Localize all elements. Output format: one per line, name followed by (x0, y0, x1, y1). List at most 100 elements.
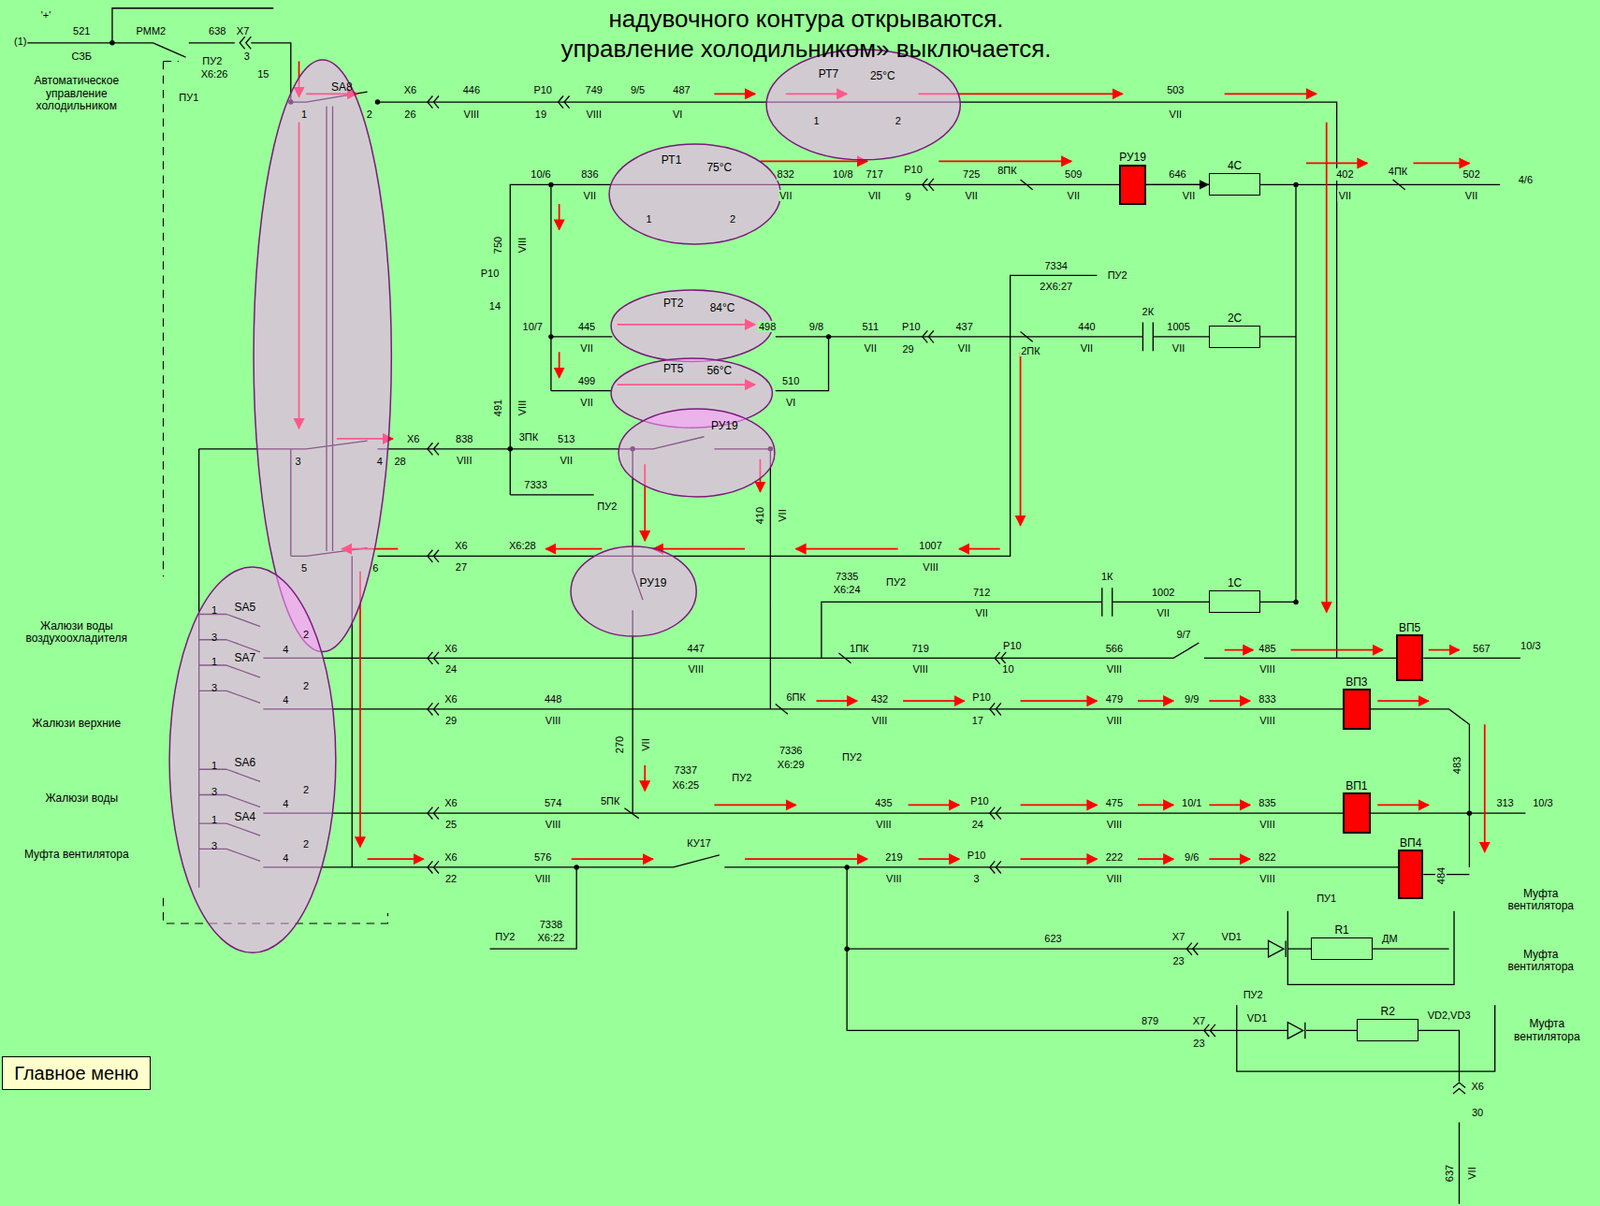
ellipse-shape (254, 59, 393, 653)
wire-label: 712 (972, 585, 991, 597)
wire-label: 483 (1451, 756, 1463, 775)
wire-label: Р10 (902, 163, 924, 175)
ellipse-outline (569, 545, 698, 638)
wire-label: VD1 (1221, 930, 1243, 943)
menu-button: Главное меню (1, 1056, 151, 1091)
ellipse-shape (766, 49, 960, 160)
flow-arrow (1137, 804, 1174, 807)
wire-label: VIII (885, 872, 903, 885)
flow-arrow (918, 858, 960, 860)
wire-label: VII (579, 342, 594, 354)
wire-label: 833 (1257, 693, 1277, 705)
wire-label: 487 (671, 84, 691, 96)
wire-label: Х6:22 (537, 931, 567, 944)
wire-label: 4ПК (1387, 165, 1409, 177)
flow-arrow (908, 804, 960, 807)
wire-label: VII (1181, 189, 1196, 202)
wire-label: VIII (544, 714, 563, 727)
wire-label: 1 (210, 604, 219, 616)
wire-label: 270 (613, 735, 626, 755)
wire-label: 7334 (1043, 259, 1068, 271)
wire-label: VIII (455, 454, 474, 466)
wire-label: 24 (444, 663, 458, 675)
wire-label: Х6:25 (670, 779, 700, 791)
wire-label: 475 (1105, 797, 1124, 809)
flow-arrow (902, 699, 964, 702)
wire-label: 3 (210, 682, 219, 694)
wire-label: 7333 (523, 479, 548, 491)
wire-label: 836 (580, 168, 599, 180)
switch-ellipse: SA5SA7SA6SA4 (168, 566, 337, 954)
wire-label: ДМ (1381, 932, 1399, 945)
wire-label: VII (863, 342, 878, 354)
wire-label: VII (974, 607, 989, 619)
wire-label: 1 (812, 115, 820, 127)
wire-label: 26 (403, 108, 417, 120)
wire-label: Х7 (235, 25, 250, 37)
wire-label: 7335 (834, 570, 859, 582)
wire-label: Х6 (443, 693, 458, 705)
wire-label: Жалюзи воды воздухоохладителя (10, 620, 144, 645)
wire-label: 1005 (1165, 320, 1191, 333)
flow-arrow (1137, 858, 1174, 860)
node-label: 75°C (706, 161, 732, 175)
wire-label: VII (1168, 108, 1183, 120)
resistor-symbol: R2 (1356, 1018, 1418, 1042)
wire-label: 3 (293, 455, 302, 467)
wire-label: 2 (728, 213, 737, 225)
wire-label: 440 (1076, 320, 1096, 333)
flow-arrow (1019, 351, 1022, 525)
wire-label: 22 (444, 872, 458, 885)
wire-label: 502 (1461, 168, 1481, 180)
wire-label: 19 (534, 108, 548, 120)
connector-symbol (239, 36, 1466, 1094)
flow-arrow (959, 548, 1001, 551)
flow-arrow (713, 92, 756, 95)
node-label: SA8 (331, 81, 353, 94)
switch-ellipse: SA8 (252, 58, 393, 654)
node-label: 4С (1227, 160, 1242, 173)
wire-label: VII (776, 508, 788, 523)
wire-label: 4 (376, 455, 384, 467)
wire-label: Х7 (1171, 930, 1186, 943)
wire-label: ПУ2 (1106, 269, 1129, 281)
wire-label: 24 (971, 818, 985, 830)
node-label: SA7 (233, 653, 256, 666)
wire-label: 484 (1435, 866, 1447, 886)
wire-label: Муфта вентилятора (10, 848, 144, 861)
thermo-relay-ellipse: РТ725°C (765, 48, 961, 161)
node-label: 1С (1227, 577, 1242, 590)
wire-label: Муфта вентилятора (1498, 887, 1585, 913)
valve-coil: ВП1 (1342, 792, 1370, 834)
wire-label: VI (785, 396, 797, 408)
flow-arrow (759, 160, 868, 162)
wire-label: VIII (1258, 872, 1277, 885)
flow-arrows (299, 60, 1485, 859)
node-label: РУ19 (640, 577, 668, 590)
wire-label: Х6:28 (508, 539, 538, 552)
flow-arrow (1020, 804, 1098, 807)
node-label: ВП4 (1399, 837, 1422, 850)
wire-label: 23 (1171, 955, 1185, 967)
wire-label: 10/8 (831, 168, 854, 180)
wire-label: VII (582, 189, 597, 202)
node-label: SA6 (233, 756, 256, 770)
wire-label: 576 (533, 851, 553, 863)
flow-arrow (1325, 122, 1328, 612)
wire-label: 9/9 (1183, 693, 1200, 705)
ellipse-shape (570, 547, 697, 638)
wire-label: VII (963, 189, 978, 202)
wire-label: 511 (860, 320, 880, 333)
wire-label: 313 (1495, 797, 1514, 809)
wire-label: Р10 (969, 795, 990, 807)
wire-label: VIII (1105, 663, 1124, 675)
node-label: ВП3 (1345, 676, 1368, 689)
wire-label: 499 (577, 375, 597, 387)
wire-label: 3 (210, 785, 219, 798)
wire-label: 2 (894, 115, 902, 127)
wire-label: 10/6 (529, 168, 552, 180)
ellipse-outline (252, 58, 393, 654)
flow-arrow (1224, 92, 1317, 95)
